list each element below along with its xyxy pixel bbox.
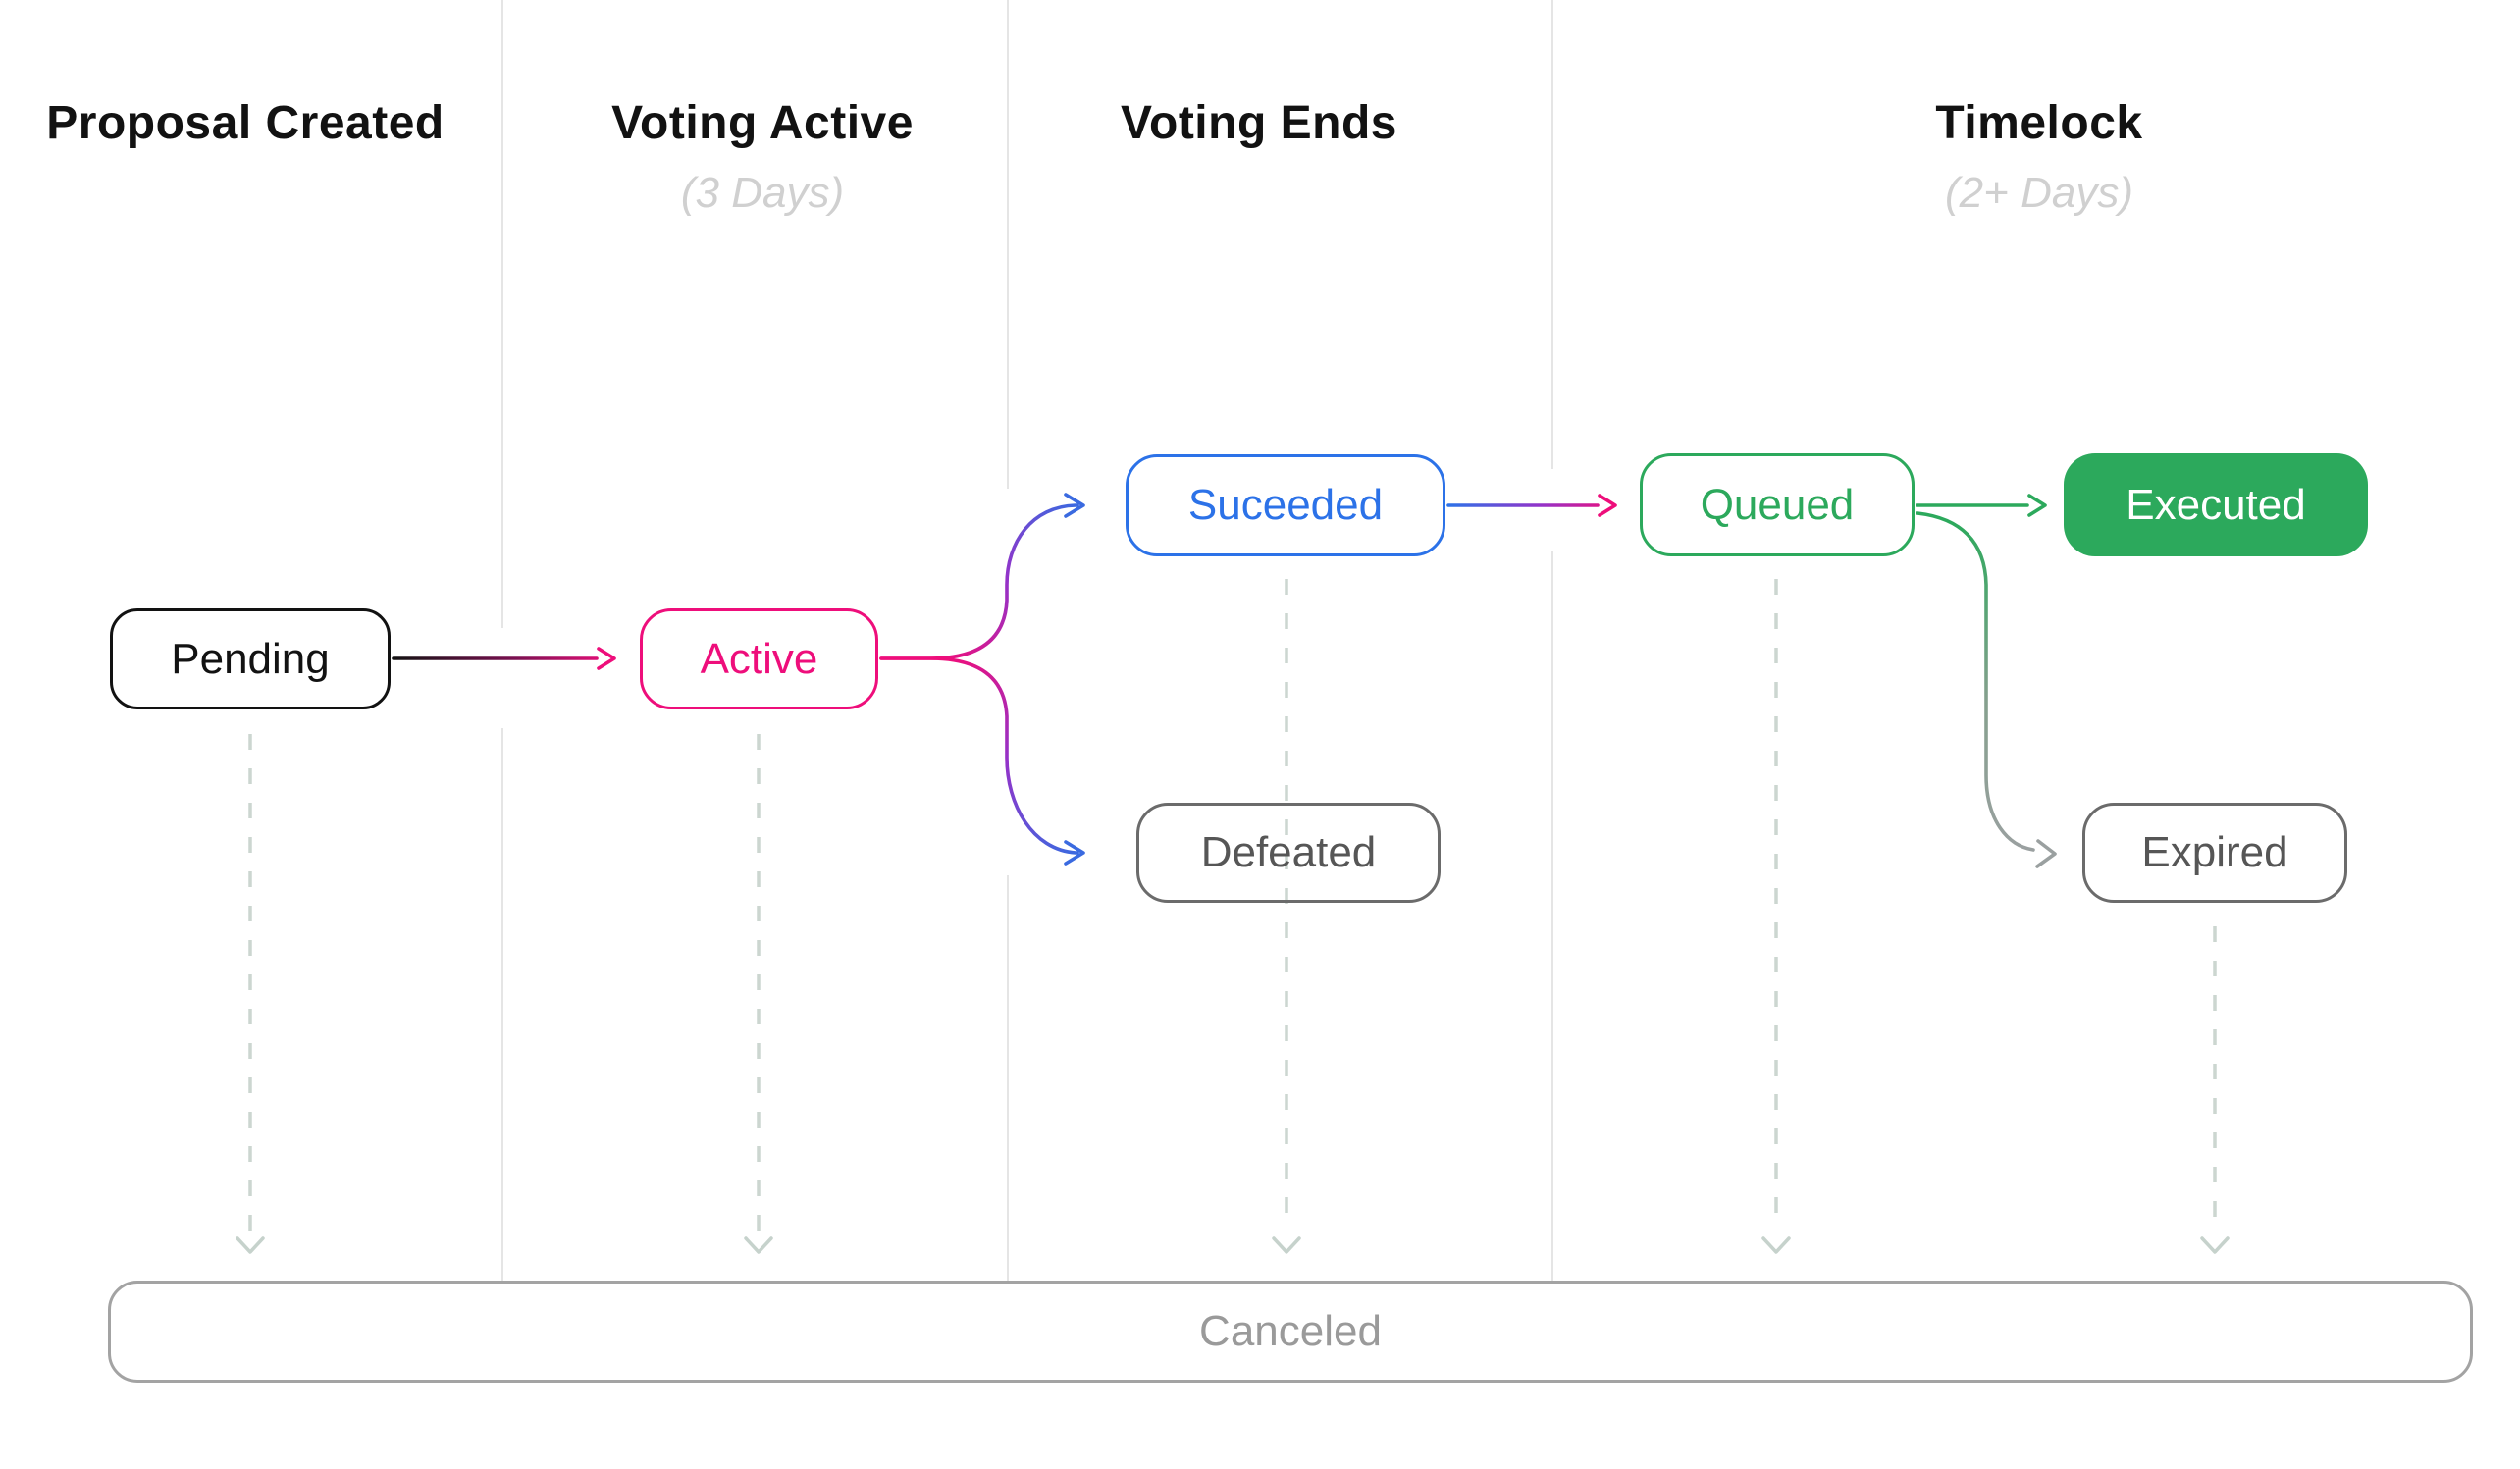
- canceled-arrowheads: [236, 1236, 2230, 1254]
- column-title-voting-ends: Voting Ends: [1121, 97, 1397, 149]
- node-pending: Pending: [110, 608, 391, 709]
- node-queued: Queued: [1640, 453, 1915, 556]
- node-queued-label: Queued: [1700, 480, 1855, 529]
- arrow-down-chevron-icon: [1272, 1236, 1301, 1254]
- arrow-right-chevron-icon: [1598, 494, 1617, 517]
- arrow-right-chevron-icon: [597, 647, 616, 670]
- column-subtitle-timelock: (2+ Days): [1945, 169, 2133, 217]
- canceled-dashed-lines: [248, 579, 2217, 1232]
- node-defeated-label: Defeated: [1200, 828, 1377, 876]
- column-title-proposal-created: Proposal Created: [46, 97, 445, 149]
- arrow-right-chevron-icon: [2035, 839, 2057, 868]
- column-title-timelock: Timelock: [1935, 97, 2143, 149]
- node-active-label: Active: [700, 634, 818, 683]
- arrow-down-chevron-icon: [236, 1236, 265, 1254]
- node-succeeded-label: Suceeded: [1187, 481, 1384, 529]
- node-canceled-label: Canceled: [1199, 1307, 1382, 1355]
- node-succeeded: Suceeded: [1126, 454, 1445, 556]
- column-title-voting-active: Voting Active: [611, 97, 914, 149]
- edge-queued-expired: [1916, 511, 2057, 868]
- arrow-right-chevron-icon: [1064, 493, 1085, 518]
- arrow-down-chevron-icon: [1761, 1236, 1791, 1254]
- edge-pending-active: [392, 647, 616, 670]
- node-executed: Executed: [2064, 453, 2368, 556]
- edge-active-defeated: [879, 656, 1085, 866]
- arrow-down-chevron-icon: [744, 1236, 773, 1254]
- node-active: Active: [640, 608, 878, 709]
- node-pending-label: Pending: [171, 634, 330, 683]
- column-separators: [501, 0, 1553, 1281]
- arrow-down-chevron-icon: [2200, 1236, 2230, 1254]
- node-executed-label: Executed: [2126, 480, 2306, 529]
- node-canceled: Canceled: [108, 1281, 2473, 1383]
- edge-queued-executed: [1916, 494, 2047, 517]
- node-defeated: Defeated: [1136, 803, 1441, 903]
- arrow-right-chevron-icon: [2027, 494, 2047, 517]
- node-expired-label: Expired: [2141, 828, 2288, 876]
- arrow-right-chevron-icon: [1064, 840, 1085, 866]
- node-expired: Expired: [2082, 803, 2347, 903]
- edge-succeeded-queued: [1446, 494, 1617, 517]
- column-subtitle-voting-active: (3 Days): [680, 169, 845, 217]
- edge-active-succeeded: [879, 493, 1085, 660]
